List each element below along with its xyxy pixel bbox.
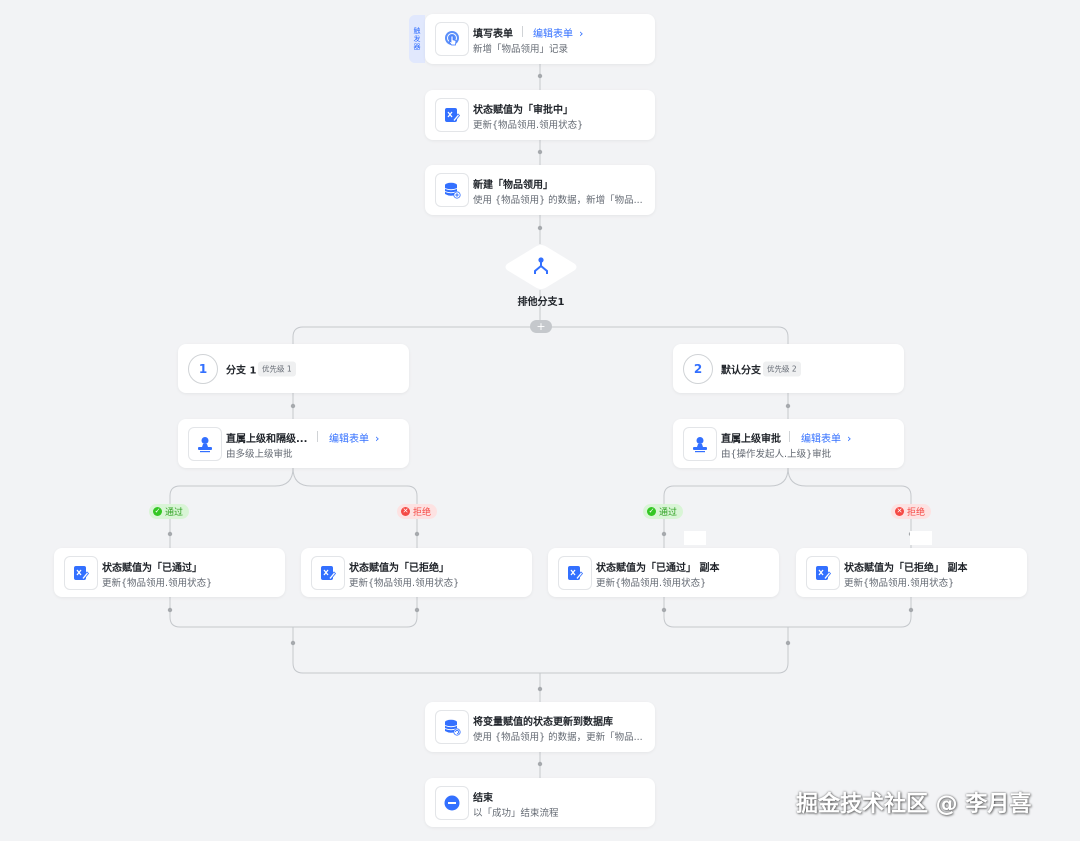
trigger-tab-char: 触 [413,27,421,35]
node-set-rejected-1[interactable]: 状态赋值为「已拒绝」 更新{物品领用.领用状态} [301,548,532,597]
node-set-approved-1[interactable]: 状态赋值为「已通过」 更新{物品领用.领用状态} [54,548,285,597]
pill-label: 拒绝 [413,508,432,518]
chevron-right-icon: › [579,27,584,40]
edit-form-label: 编辑表单 [329,434,369,445]
check-circle-icon: ✓ [153,507,162,516]
node-title: 状态赋值为「已通过」 [102,563,202,574]
watermark: 掘金技术社区 @ 李月喜 [796,792,1032,817]
edit-form-label: 编辑表单 [533,29,573,40]
blank-patch [684,531,706,545]
divider [317,431,318,442]
edit-variable-icon [64,555,98,590]
database-add-icon [435,173,469,207]
divider [522,26,523,37]
approval-node-2[interactable]: 直属上级审批 编辑表单 › 由{操作发起人.上级}审批 [673,419,904,468]
node-set-approved-2[interactable]: 状态赋值为「已通过」 副本 更新{物品领用.领用状态} [548,548,779,597]
node-subtitle: 更新{物品领用.领用状态} [473,120,584,131]
edit-variable-icon [435,98,469,132]
hand-pointer-icon [435,22,469,56]
approved-condition-label[interactable]: ✓通过 [643,504,684,519]
branch-title: 默认分支 [721,365,761,376]
node-subtitle: 更新{物品领用.领用状态} [596,578,707,589]
node-subtitle: 使用 {物品领用} 的数据，新增「物品... [473,195,643,206]
node-title: 状态赋值为「已拒绝」 [349,563,449,574]
branch-title: 分支 1 [226,365,257,376]
edit-form-label: 编辑表单 [801,434,841,445]
chevron-right-icon: › [375,432,380,445]
approved-condition-label[interactable]: ✓通过 [149,504,190,519]
approval-node-1[interactable]: 直属上级和隔级... 编辑表单 › 由多级上级审批 [178,419,409,468]
branch-number: 2 [683,353,713,384]
branch-icon [534,257,548,274]
node-title: 状态赋值为「已拒绝」 副本 [844,563,968,574]
node-title: 状态赋值为「审批中」 [473,105,573,116]
add-branch-button[interactable]: + [530,320,552,333]
node-title: 结束 [473,793,493,804]
pill-label: 拒绝 [907,508,926,518]
end-icon [435,785,469,820]
node-subtitle: 更新{物品领用.领用状态} [102,578,213,589]
exclusive-gateway-node[interactable] [504,244,578,290]
node-subtitle: 由多级上级审批 [226,449,293,460]
trigger-tab-char: 发 [413,35,421,43]
node-set-pending[interactable]: 状态赋值为「审批中」 更新{物品领用.领用状态} [425,90,655,140]
branch-node-2[interactable]: 2 默认分支 优先级 2 [673,344,904,393]
check-circle-icon: ✓ [647,507,656,516]
node-subtitle: 更新{物品领用.领用状态} [349,578,460,589]
node-title: 新建「物品领用」 [473,180,553,191]
node-title: 直属上级审批 [721,434,781,445]
rejected-condition-label[interactable]: ✕拒绝 [397,504,438,519]
branch-number: 1 [188,353,218,384]
node-update-database[interactable]: 将变量赋值的状态更新到数据库 使用 {物品领用} 的数据，更新「物品... [425,702,655,752]
trigger-tab: 触 发 器 [409,15,425,63]
node-subtitle: 由{操作发起人.上级}审批 [721,449,832,460]
node-title: 将变量赋值的状态更新到数据库 [473,717,613,728]
rejected-condition-label[interactable]: ✕拒绝 [891,504,932,519]
gateway-label: 排他分支1 [517,297,565,308]
pill-label: 通过 [165,508,184,518]
node-title: 状态赋值为「已通过」 副本 [596,563,720,574]
node-subtitle: 更新{物品领用.领用状态} [844,578,955,589]
trigger-tab-char: 器 [413,43,421,51]
node-set-rejected-2[interactable]: 状态赋值为「已拒绝」 副本 更新{物品领用.领用状态} [796,548,1027,597]
priority-badge: 优先级 1 [258,361,296,376]
trigger-node-fill-form[interactable]: 填写表单 编辑表单 › 新增「物品领用」记录 [425,14,655,64]
close-circle-icon: ✕ [401,507,410,516]
priority-badge: 优先级 2 [763,361,801,376]
edit-variable-icon [558,555,592,590]
node-title: 填写表单 [473,29,513,40]
node-title: 直属上级和隔级... [226,434,308,445]
approver-icon [188,426,222,461]
database-update-icon [435,710,469,744]
edit-variable-icon [311,555,345,590]
chevron-right-icon: › [847,432,852,445]
edit-form-link[interactable]: 编辑表单 › [329,430,379,445]
divider [789,431,790,442]
node-create-record[interactable]: 新建「物品领用」 使用 {物品领用} 的数据，新增「物品... [425,165,655,215]
branch-node-1[interactable]: 1 分支 1 优先级 1 [178,344,409,393]
edit-form-link[interactable]: 编辑表单 › [801,430,851,445]
blank-patch [910,531,932,545]
node-subtitle: 使用 {物品领用} 的数据，更新「物品... [473,732,643,743]
approver-icon [683,426,717,461]
node-end[interactable]: 结束 以「成功」结束流程 [425,778,655,827]
edit-form-link[interactable]: 编辑表单 › [533,25,583,40]
node-subtitle: 新增「物品领用」记录 [473,44,569,55]
pill-label: 通过 [659,508,678,518]
node-subtitle: 以「成功」结束流程 [473,808,559,819]
edit-variable-icon [806,555,840,590]
close-circle-icon: ✕ [895,507,904,516]
